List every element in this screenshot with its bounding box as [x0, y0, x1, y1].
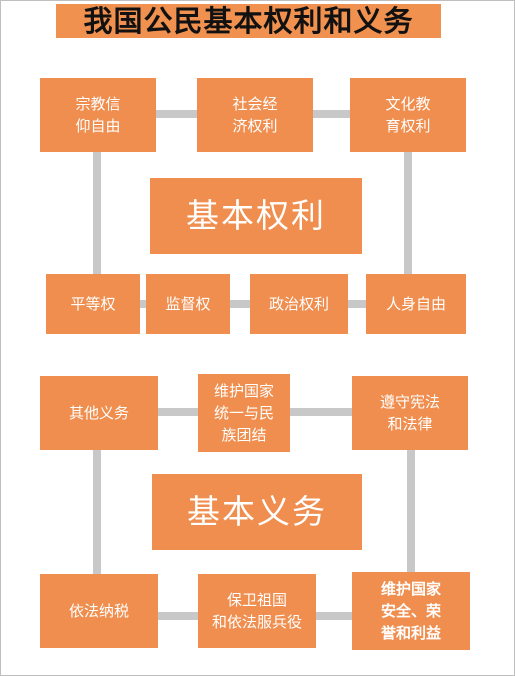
- connector-line: [138, 300, 148, 308]
- box-social-economic-rights: 社会经 济权利: [197, 78, 313, 152]
- connector-line: [93, 150, 101, 274]
- connector-line: [150, 110, 202, 118]
- connector-line: [314, 612, 354, 620]
- box-pay-taxes: 依法纳税: [40, 574, 158, 648]
- connector-line: [156, 612, 202, 620]
- connector-line: [407, 448, 415, 572]
- connector-line: [310, 110, 354, 118]
- box-religious-freedom: 宗教信 仰自由: [40, 78, 156, 152]
- connector-line: [404, 150, 412, 274]
- box-basic-rights: 基本权利: [150, 178, 362, 254]
- box-political-rights: 政治权利: [250, 274, 348, 334]
- connector-line: [93, 448, 101, 576]
- box-obey-constitution: 遵守宪法 和法律: [352, 376, 468, 450]
- box-personal-freedom: 人身自由: [366, 274, 466, 334]
- box-supervision-right: 监督权: [146, 274, 230, 334]
- connector-line: [156, 408, 200, 416]
- box-national-security: 维护国家 安全、荣 誉和利益: [352, 572, 470, 650]
- box-equality-right: 平等权: [46, 274, 140, 334]
- box-basic-duties: 基本义务: [152, 474, 362, 550]
- box-national-unity: 维护国家 统一与民 族团结: [198, 374, 290, 452]
- box-military-service: 保卫祖国 和依法服兵役: [198, 574, 316, 648]
- box-other-duties: 其他义务: [40, 376, 158, 450]
- connector-line: [228, 300, 252, 308]
- box-culture-education-rights: 文化教 育权利: [350, 78, 466, 152]
- diagram-title: 我国公民基本权利和义务: [56, 4, 441, 38]
- connector-line: [346, 300, 368, 308]
- connector-line: [287, 408, 353, 416]
